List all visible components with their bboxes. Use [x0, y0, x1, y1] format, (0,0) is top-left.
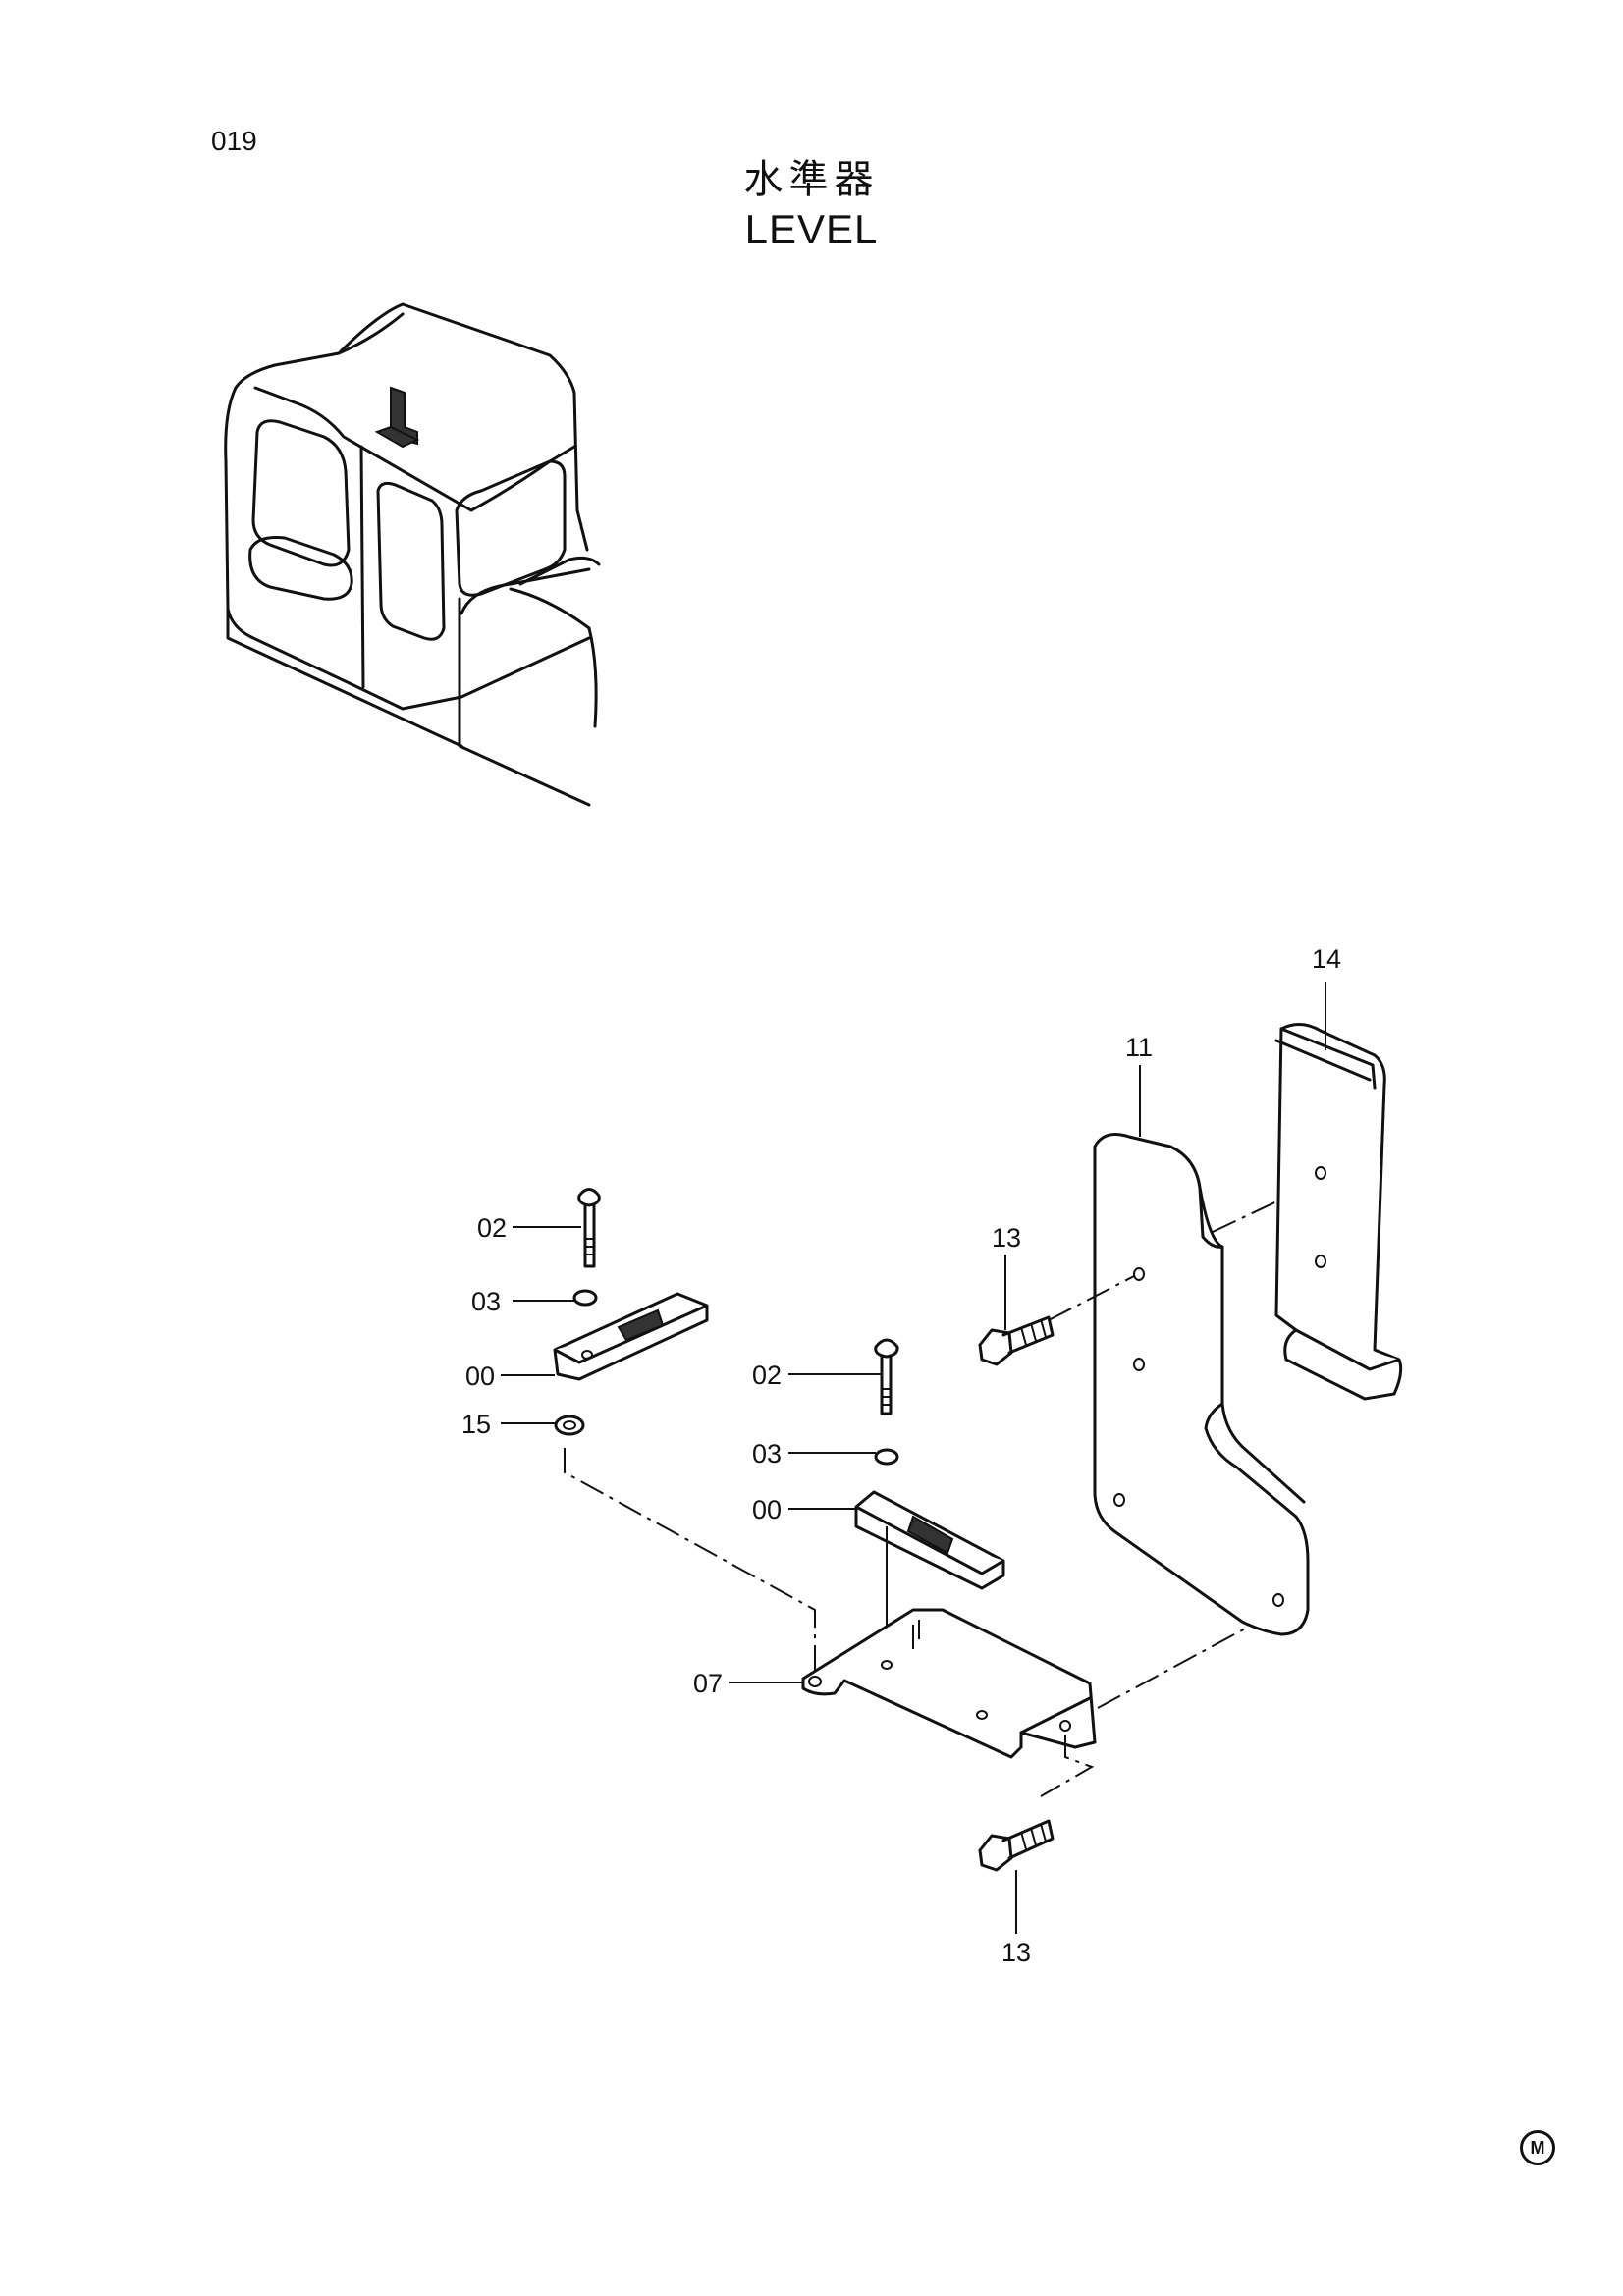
bracket-11 — [1048, 1133, 1310, 1636]
bolt-13-lower — [978, 1819, 1055, 1872]
callout-03-left: 03 — [471, 1287, 501, 1316]
bracket-07 — [801, 1608, 1263, 1797]
callout-02-left: 02 — [477, 1213, 507, 1243]
cover-14 — [1274, 1023, 1403, 1401]
callout-15: 15 — [461, 1410, 491, 1439]
callout-labels: 02 03 00 15 02 03 00 07 13 11 14 13 — [461, 944, 1341, 1967]
level-assembly-center — [854, 1338, 1005, 1664]
bolt-13-upper — [978, 1315, 1055, 1366]
callout-00-center: 00 — [752, 1495, 782, 1524]
level-assembly-left — [553, 1188, 816, 1674]
callout-13-lower: 13 — [1001, 1938, 1031, 1967]
callout-14: 14 — [1312, 944, 1341, 974]
callout-03-center: 03 — [752, 1439, 782, 1468]
callout-13-upper: 13 — [992, 1223, 1021, 1253]
callout-07: 07 — [693, 1669, 723, 1698]
page-number: 019 — [211, 126, 257, 156]
manufacturer-mark-icon: M — [1520, 2130, 1555, 2165]
callout-11: 11 — [1125, 1033, 1153, 1062]
leader-lines — [501, 982, 1326, 1934]
cab-overview-illustration — [224, 302, 601, 807]
page-title-japanese: 水準器 — [743, 157, 880, 202]
page-title-english: LEVEL — [744, 206, 879, 252]
callout-00-left: 00 — [465, 1362, 495, 1391]
callout-02-center: 02 — [752, 1361, 782, 1390]
